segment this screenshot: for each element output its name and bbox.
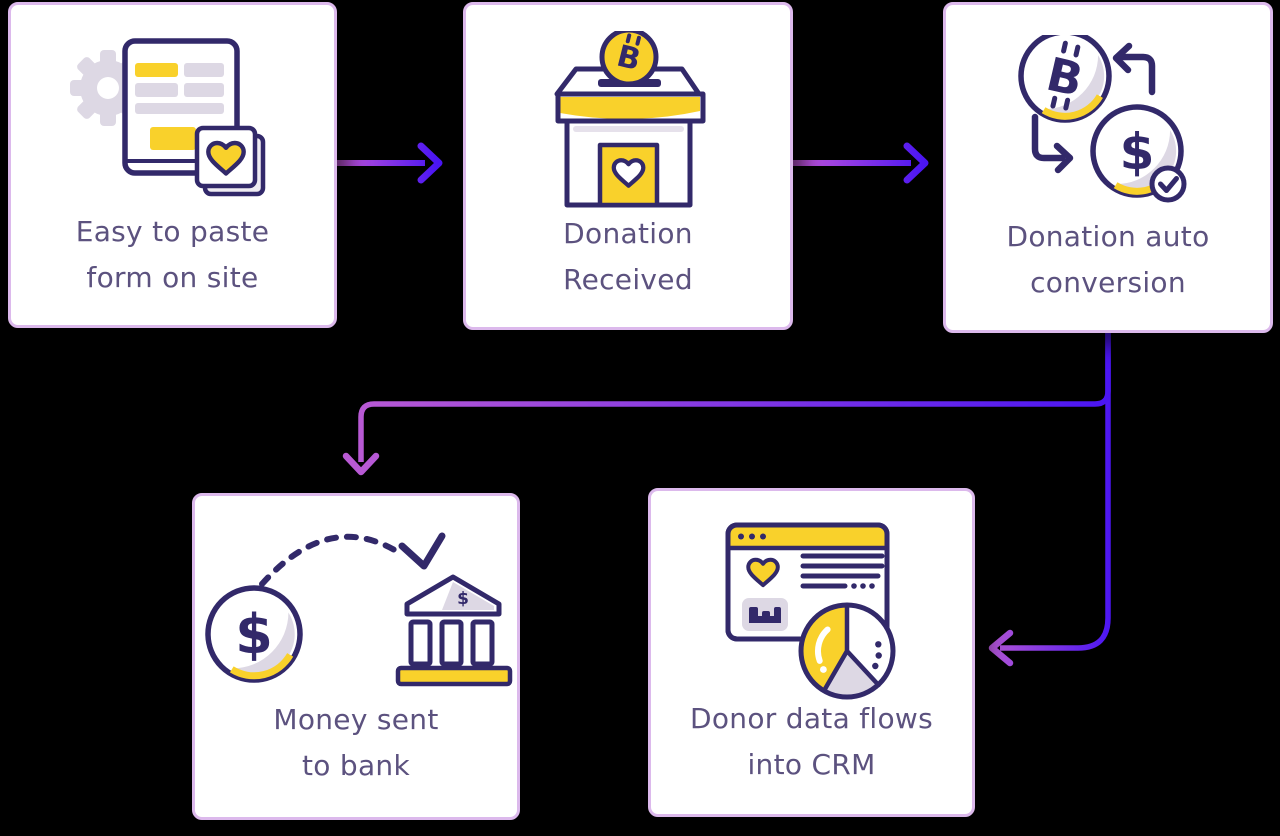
step-label-line2: into CRM bbox=[747, 748, 876, 781]
connector-conversion-to-bank bbox=[342, 331, 1111, 476]
box-lid-front bbox=[555, 91, 705, 124]
step-card-donation-received: B Donat bbox=[463, 2, 793, 330]
step-label: Easy to paste form on site bbox=[11, 209, 334, 301]
step-label-line1: Donation bbox=[563, 217, 693, 250]
heart-icon bbox=[611, 158, 645, 188]
svg-text:$: $ bbox=[457, 589, 469, 609]
dollar-coin-icon: $ bbox=[205, 585, 303, 683]
heart-icon bbox=[206, 140, 246, 176]
connector-form-to-received bbox=[337, 142, 443, 184]
bitcoin-coin-icon: B bbox=[599, 31, 658, 83]
step-label-line2: Received bbox=[563, 263, 693, 296]
connector-conversion-to-crm bbox=[988, 331, 1111, 667]
step-label-line1: Easy to paste bbox=[75, 215, 270, 248]
step-label-line2: to bank bbox=[301, 749, 410, 782]
step-card-auto-conversion: B $ Donation auto conversion bbox=[943, 2, 1273, 333]
step-label-line1: Money sent bbox=[273, 703, 439, 736]
step-label: Donation auto conversion bbox=[946, 214, 1270, 306]
box-body bbox=[564, 118, 692, 208]
bitcoin-coin-icon: B bbox=[1018, 35, 1112, 123]
bank-icon: $ bbox=[395, 574, 513, 687]
crypto-conversion-icon: B $ bbox=[1018, 35, 1187, 203]
step-label-line2: form on site bbox=[86, 261, 259, 294]
connector-received-to-conversion bbox=[793, 142, 929, 184]
exchange-arrow-bottom-icon bbox=[1031, 113, 1074, 174]
step-label-line1: Donor data flows bbox=[689, 702, 933, 735]
step-label: Money sent to bank bbox=[195, 697, 517, 789]
step-label-line2: conversion bbox=[1030, 266, 1186, 299]
crm-data-icon bbox=[725, 522, 896, 700]
money-to-bank-icon: $ $ bbox=[205, 532, 513, 687]
exchange-arrow-top-icon bbox=[1112, 42, 1156, 96]
arrowhead-right-icon bbox=[417, 142, 443, 184]
form-on-site-icon bbox=[70, 38, 266, 197]
svg-text:$: $ bbox=[1120, 123, 1155, 181]
step-label: Donation Received bbox=[466, 211, 790, 303]
svg-text:$: $ bbox=[235, 603, 273, 666]
step-card-easy-paste-form: Easy to paste form on site bbox=[8, 2, 337, 328]
check-badge-icon bbox=[1149, 165, 1187, 203]
step-label-line1: Donation auto bbox=[1006, 220, 1210, 253]
bar-chart-icon bbox=[749, 607, 781, 623]
step-card-donor-data-crm: Donor data flows into CRM bbox=[648, 488, 975, 817]
arrowhead-left-icon bbox=[988, 629, 1014, 667]
heart-card-icon bbox=[194, 125, 266, 197]
donation-box-icon: B bbox=[554, 31, 705, 208]
heart-icon bbox=[746, 557, 780, 588]
arrowhead-right-icon bbox=[903, 142, 929, 184]
step-card-money-to-bank: $ $ Money sent to bank bbox=[192, 493, 520, 820]
pie-chart-icon bbox=[798, 602, 896, 700]
arrowhead-down-icon bbox=[342, 452, 380, 476]
dashed-arc-arrow-icon bbox=[259, 532, 446, 587]
step-label: Donor data flows into CRM bbox=[651, 696, 972, 788]
text-lines bbox=[800, 553, 885, 589]
